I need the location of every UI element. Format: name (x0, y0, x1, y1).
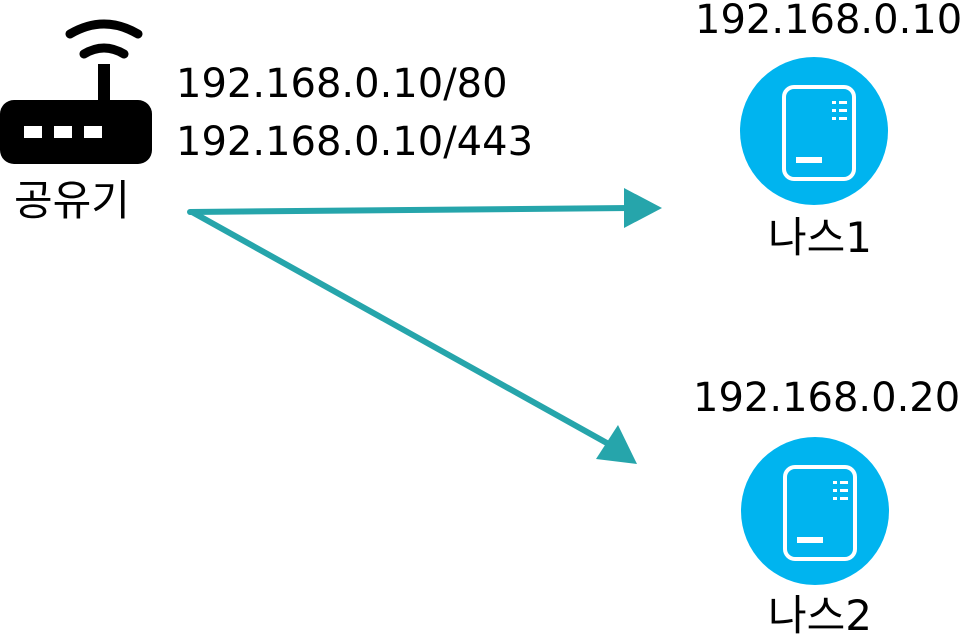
nas1-drive-body (782, 85, 856, 181)
forwarded-port-https: 192.168.0.10/443 (176, 119, 534, 165)
arrow-to-nas1 (187, 188, 662, 228)
wifi-waves (65, 19, 143, 59)
nas1-drive-slot (796, 157, 822, 163)
router-led-1 (24, 126, 42, 138)
nas1-circle (740, 57, 888, 205)
nas1-icon (740, 57, 888, 205)
nas1-ip-address: 192.168.0.10 (695, 0, 962, 43)
router-label: 공유기 (14, 176, 130, 225)
router-antenna (98, 64, 110, 104)
arrow-to-nas1-shaft (187, 205, 633, 215)
nas2-drive-body (783, 465, 857, 561)
forwarded-port-http: 192.168.0.10/80 (176, 61, 508, 107)
nas2-ip-address: 192.168.0.20 (693, 375, 961, 421)
nas1-drive-dots (832, 101, 847, 120)
nas2-label: 나스2 (768, 591, 873, 640)
nas2-drive-slot (797, 537, 823, 543)
router-led-3 (84, 126, 102, 138)
wifi-router-icon (0, 19, 152, 164)
nas2-circle (741, 437, 889, 585)
router-body (0, 100, 152, 164)
router-led-2 (54, 126, 72, 138)
arrow-to-nas2-head (596, 425, 637, 464)
nas2-icon (741, 437, 889, 585)
arrow-to-nas2 (189, 209, 637, 464)
nas1-label: 나스1 (768, 213, 873, 262)
arrow-to-nas1-head (624, 188, 662, 228)
arrow-to-nas2-shaft (189, 209, 617, 450)
nas2-drive-dots (833, 481, 848, 500)
